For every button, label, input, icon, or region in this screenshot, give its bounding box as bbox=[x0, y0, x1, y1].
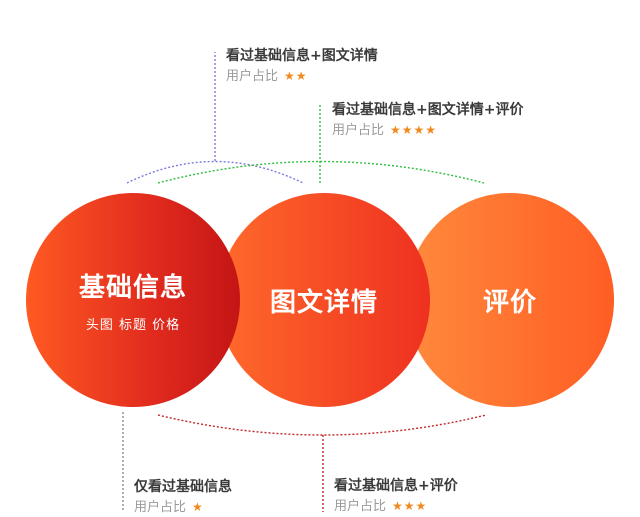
share-text: 用户占比 bbox=[332, 123, 385, 138]
label-basic-eval-share: 用户占比 ★★★ bbox=[334, 497, 458, 516]
label-basic-only: 仅看过基础信息 用户占比 ★ bbox=[134, 478, 232, 517]
label-basic-detail-share: 用户占比 ★★ bbox=[226, 67, 378, 86]
circle-basic: 基础信息 头图 标题 价格 bbox=[26, 193, 240, 407]
label-basic-detail-title: 看过基础信息+图文详情 bbox=[226, 48, 378, 64]
star-rating-icon: ★★★ bbox=[392, 499, 428, 513]
circle-basic-subtitle: 头图 标题 价格 bbox=[85, 318, 181, 333]
circle-detail: 图文详情 bbox=[218, 193, 430, 407]
arc-basic-detail-eval bbox=[157, 160, 485, 184]
label-basic-detail-eval-title: 看过基础信息+图文详情+评价 bbox=[332, 102, 524, 118]
label-basic-only-title: 仅看过基础信息 bbox=[134, 479, 232, 495]
share-text: 用户占比 bbox=[334, 499, 387, 514]
circle-evaluation: 评价 bbox=[406, 193, 614, 407]
share-text: 用户占比 bbox=[226, 69, 279, 84]
label-basic-detail: 看过基础信息+图文详情 用户占比 ★★ bbox=[226, 47, 378, 86]
label-basic-detail-eval-share: 用户占比 ★★★★ bbox=[332, 121, 523, 140]
arc-basic-detail bbox=[126, 160, 304, 184]
star-rating-icon: ★ bbox=[192, 500, 204, 514]
share-text: 用户占比 bbox=[134, 500, 187, 515]
label-basic-eval-title: 看过基础信息+评价 bbox=[334, 478, 458, 494]
star-rating-icon: ★★ bbox=[284, 69, 308, 83]
circle-evaluation-title: 评价 bbox=[482, 287, 537, 318]
label-basic-detail-eval: 看过基础信息+图文详情+评价 用户占比 ★★★★ bbox=[332, 101, 523, 140]
circle-detail-title: 图文详情 bbox=[269, 287, 378, 318]
circle-basic-title: 基础信息 bbox=[78, 273, 187, 303]
label-basic-eval: 看过基础信息+评价 用户占比 ★★★ bbox=[334, 477, 458, 516]
arc-basic-eval bbox=[157, 414, 487, 436]
star-rating-icon: ★★★★ bbox=[390, 123, 438, 137]
label-basic-only-share: 用户占比 ★ bbox=[134, 498, 232, 517]
